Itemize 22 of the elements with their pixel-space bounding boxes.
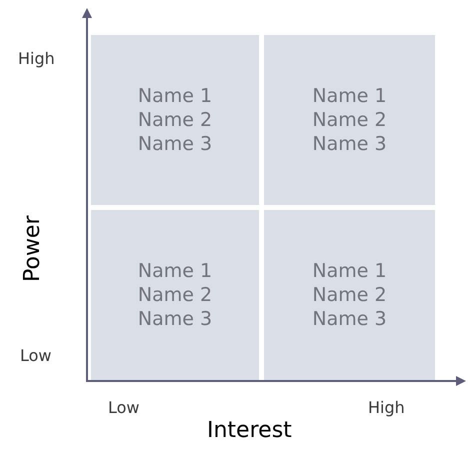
quadrant-panel [91,210,259,380]
axis-title: Power [20,215,45,282]
stakeholder-name: Name 2 [138,283,212,307]
stakeholder-name: Name 3 [138,132,212,156]
quadrant-panel [264,35,435,205]
axis-title: Interest [207,418,292,443]
stakeholder-name: Name 3 [312,132,387,156]
stakeholder-name: Name 3 [312,307,387,331]
stakeholder-name: Name 3 [138,307,212,331]
stakeholder-name: Name 2 [312,108,387,132]
axis-tick-label: Low [20,346,52,365]
axis-tick-label: High [18,49,55,68]
axis-tick-label: Low [108,398,140,417]
stakeholder-name: Name 2 [138,108,212,132]
stakeholder-name: Name 2 [312,283,387,307]
axis-tick-label: High [368,398,405,417]
stakeholder-name: Name 1 [138,259,212,283]
stakeholder-name: Name 1 [138,84,212,108]
quadrant-panel [91,35,259,205]
stakeholder-name: Name 1 [312,84,387,108]
stakeholder-name: Name 1 [312,259,387,283]
quadrant-panel [264,210,435,380]
